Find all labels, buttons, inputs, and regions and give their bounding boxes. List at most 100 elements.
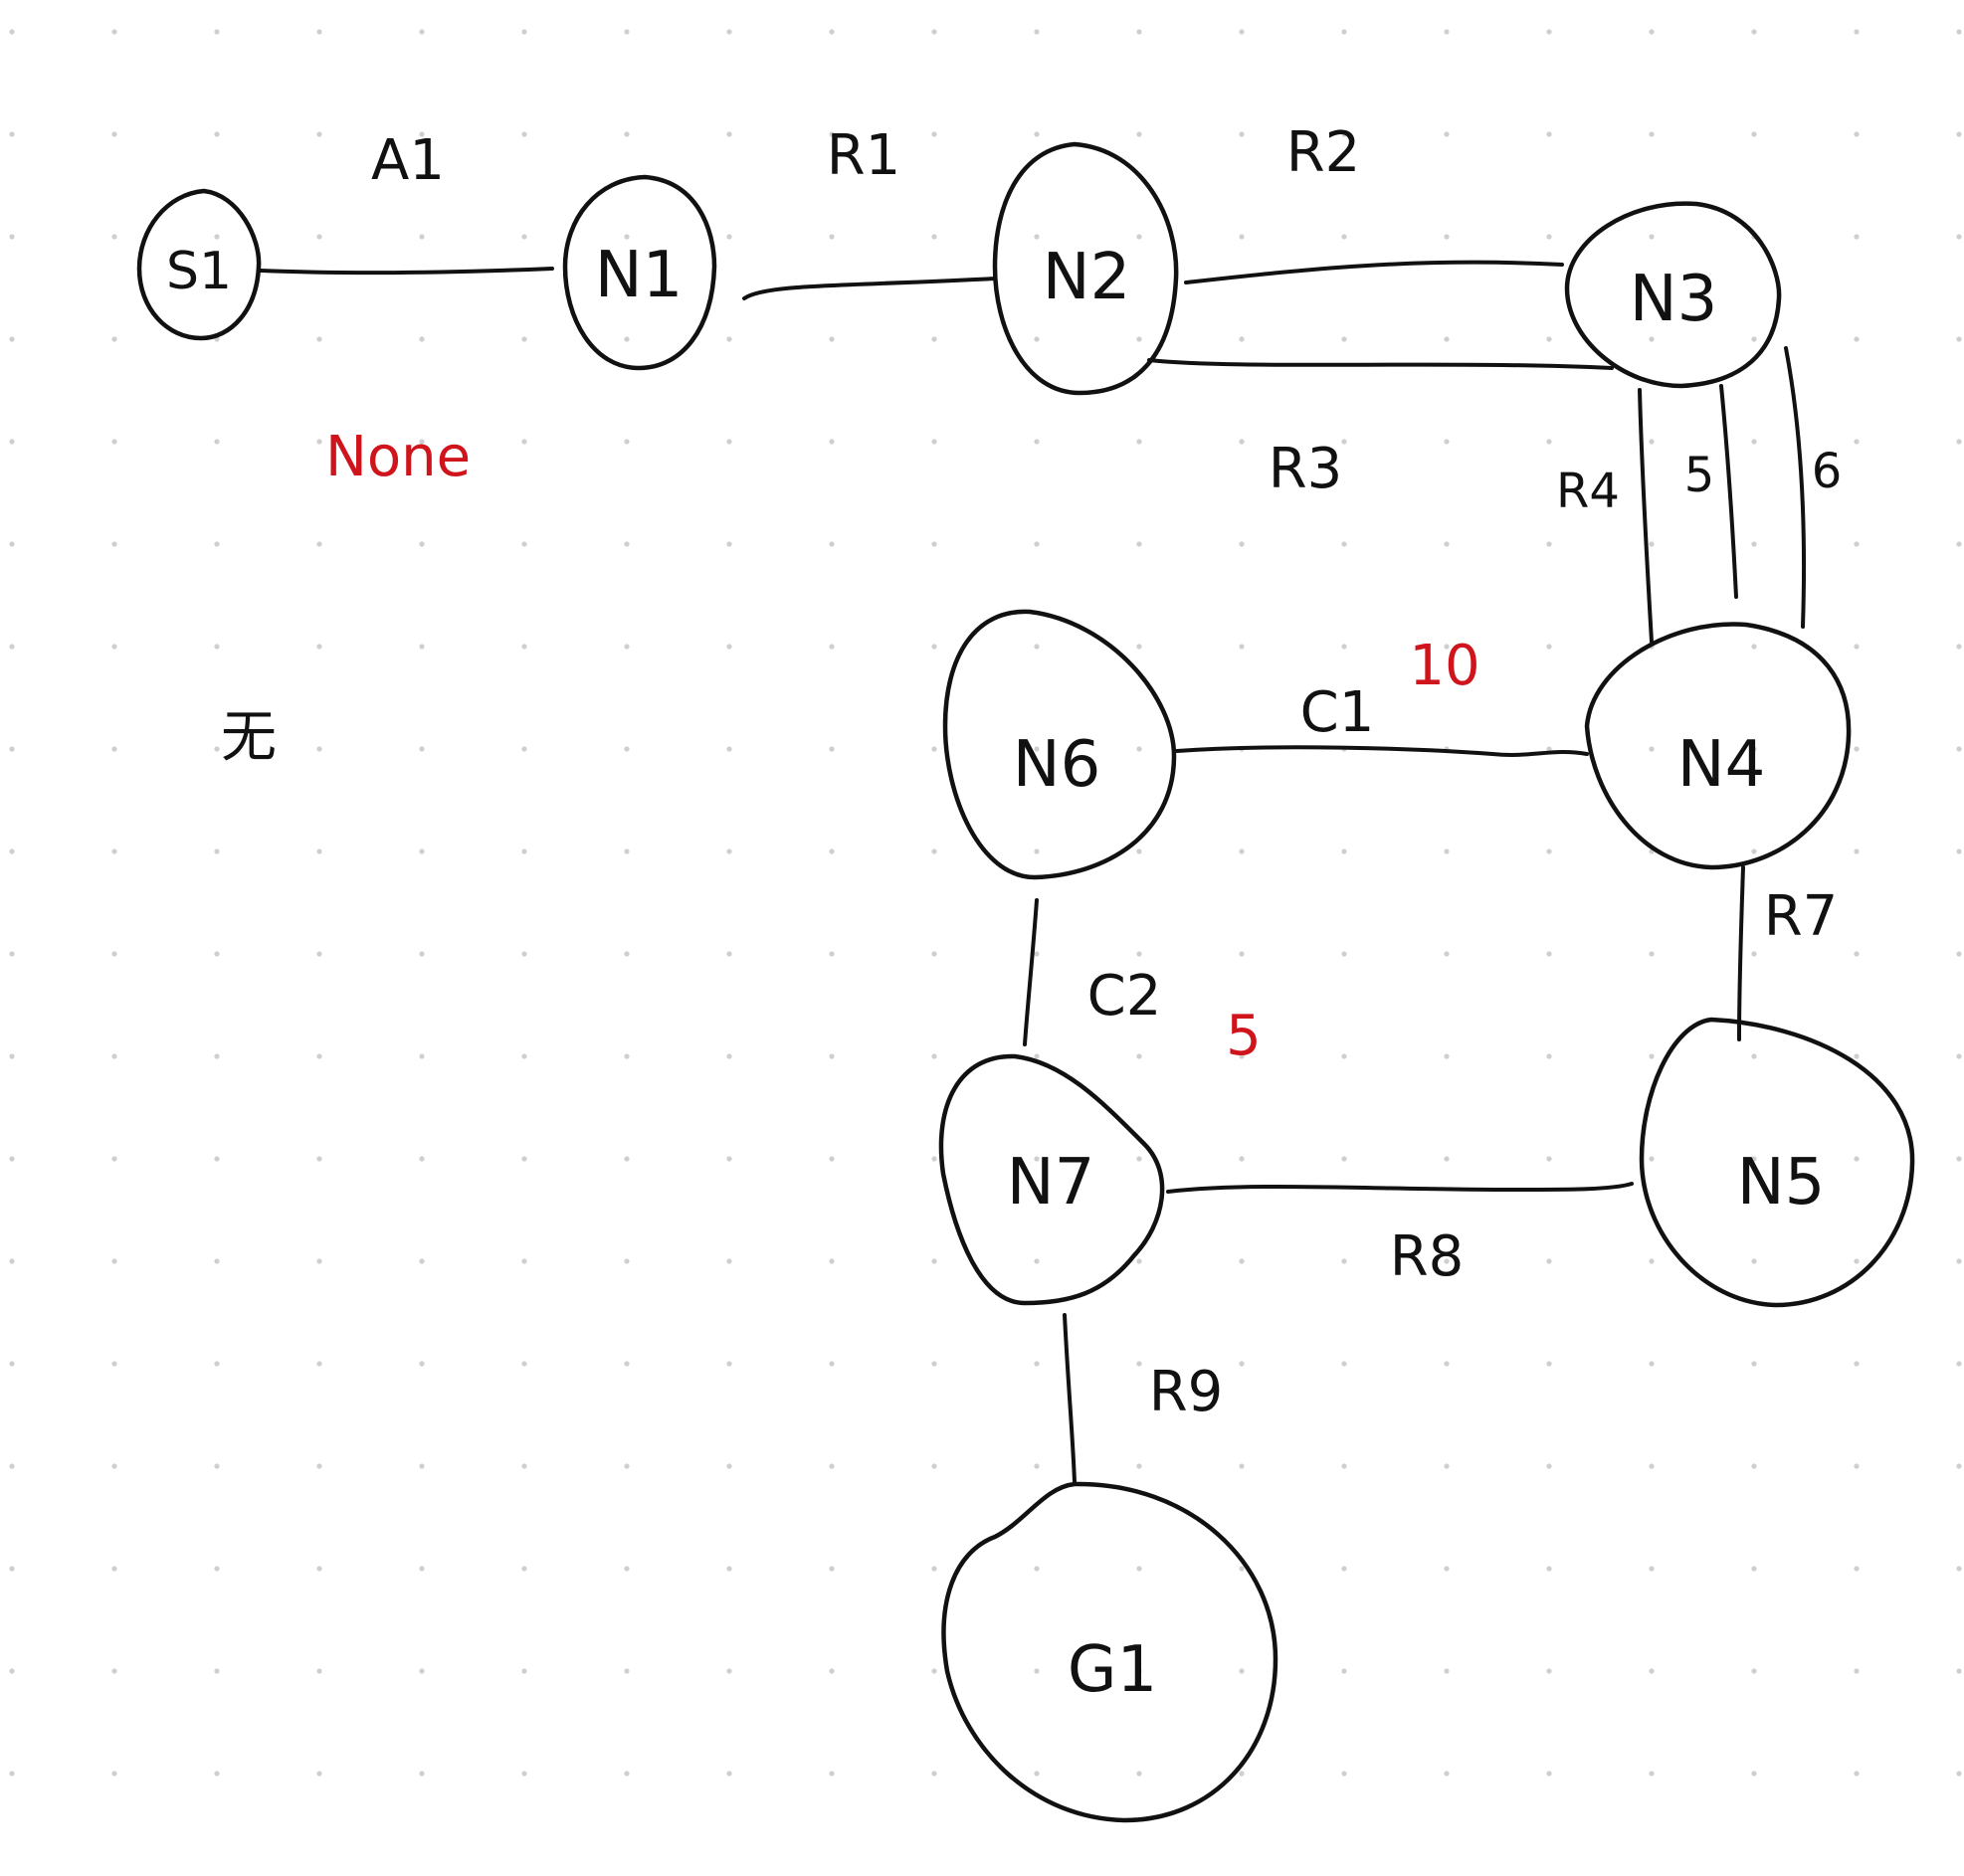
grid-dot	[521, 541, 527, 547]
grid-dot	[1751, 1771, 1757, 1777]
grid-dot	[419, 1668, 425, 1674]
grid-dot	[1239, 1463, 1245, 1469]
edge-n3-n4-a	[1638, 388, 1654, 644]
grid-dot	[1444, 1258, 1450, 1264]
grid-dot	[316, 1361, 322, 1367]
grid-dot	[316, 746, 322, 752]
grid-dot	[521, 951, 527, 957]
grid-dot	[521, 1463, 527, 1469]
grid-dot	[419, 234, 425, 240]
grid-dot	[1034, 1156, 1040, 1162]
grid-dot	[931, 29, 937, 35]
grid-dot	[1649, 746, 1655, 752]
grid-dot	[1546, 1668, 1552, 1674]
grid-dot	[521, 234, 527, 240]
grid-dot	[1034, 951, 1040, 957]
grid-dot	[1546, 1463, 1552, 1469]
grid-dot	[316, 541, 322, 547]
grid-dot	[1649, 336, 1655, 342]
grid-dot	[316, 439, 322, 445]
grid-dot	[1239, 1361, 1245, 1367]
grid-dot	[1751, 848, 1757, 854]
node-circle-n2	[992, 141, 1179, 396]
grid-dot	[1034, 644, 1040, 650]
node-circle-g1	[941, 1481, 1278, 1823]
grid-dot	[214, 1156, 220, 1162]
grid-dot	[214, 746, 220, 752]
grid-dot	[316, 234, 322, 240]
grid-dot	[624, 541, 630, 547]
grid-dot	[9, 1361, 15, 1367]
grid-dot	[1546, 848, 1552, 854]
grid-dot	[1546, 951, 1552, 957]
grid-dot	[1956, 541, 1962, 547]
grid-dot	[316, 1668, 322, 1674]
grid-dot	[1444, 1463, 1450, 1469]
grid-dot	[214, 1361, 220, 1367]
grid-dot	[1034, 1053, 1040, 1059]
edge-n2-n3-top	[1184, 260, 1564, 284]
grid-dot	[1444, 1361, 1450, 1367]
grid-dot	[624, 336, 630, 342]
grid-dot	[624, 439, 630, 445]
grid-dot	[419, 1463, 425, 1469]
grid-dot	[521, 1771, 527, 1777]
grid-dot	[1649, 1361, 1655, 1367]
grid-dot	[1239, 131, 1245, 137]
grid-dot	[931, 1668, 937, 1674]
grid-dot	[111, 644, 117, 650]
grid-dot	[111, 1258, 117, 1264]
grid-dot	[829, 1771, 835, 1777]
grid-dot	[1854, 1053, 1860, 1059]
grid-dot	[111, 746, 117, 752]
grid-dot	[726, 644, 732, 650]
grid-dot	[521, 439, 527, 445]
grid-dot	[1136, 848, 1142, 854]
grid-dot	[1854, 29, 1860, 35]
grid-dot	[1546, 1258, 1552, 1264]
grid-dot	[316, 336, 322, 342]
grid-dot	[624, 131, 630, 137]
grid-dot	[1136, 1463, 1142, 1469]
grid-dot	[1034, 746, 1040, 752]
grid-dot	[316, 1771, 322, 1777]
grid-dot	[1341, 1258, 1347, 1264]
grid-dot	[1751, 541, 1757, 547]
grid-dot	[419, 1156, 425, 1162]
grid-dot	[1136, 439, 1142, 445]
grid-dot	[9, 1258, 15, 1264]
grid-dot	[829, 234, 835, 240]
grid-dot	[1751, 644, 1757, 650]
grid-dot	[1444, 951, 1450, 957]
grid-dot	[111, 1771, 117, 1777]
grid-dot	[1239, 1053, 1245, 1059]
grid-dot	[111, 1156, 117, 1162]
grid-dot	[1034, 1566, 1040, 1572]
grid-dot	[1854, 1258, 1860, 1264]
grid-dot	[1034, 131, 1040, 137]
grid-dot	[1649, 1258, 1655, 1264]
grid-dot	[214, 1463, 220, 1469]
grid-dot	[9, 1463, 15, 1469]
edge-n4-n5	[1737, 865, 1745, 1041]
grid-dot	[931, 1463, 937, 1469]
grid-dot	[1854, 1668, 1860, 1674]
grid-dot	[316, 1258, 322, 1264]
node-circle-s1	[136, 188, 262, 341]
grid-dot	[829, 1361, 835, 1367]
grid-dot	[1649, 131, 1655, 137]
grid-dot	[1546, 746, 1552, 752]
grid-dot	[931, 1258, 937, 1264]
grid-dot	[931, 234, 937, 240]
grid-dot	[316, 1463, 322, 1469]
grid-dot	[316, 131, 322, 137]
grid-dot	[9, 29, 15, 35]
grid-dot	[214, 439, 220, 445]
node-label-n6: N6	[1013, 728, 1101, 802]
grid-dot	[1239, 951, 1245, 957]
grid-dot	[1341, 1053, 1347, 1059]
node-label-n7: N7	[1007, 1146, 1095, 1219]
edge-n6-n4	[1175, 745, 1589, 757]
grid-dot	[1854, 439, 1860, 445]
grid-dot	[9, 131, 15, 137]
